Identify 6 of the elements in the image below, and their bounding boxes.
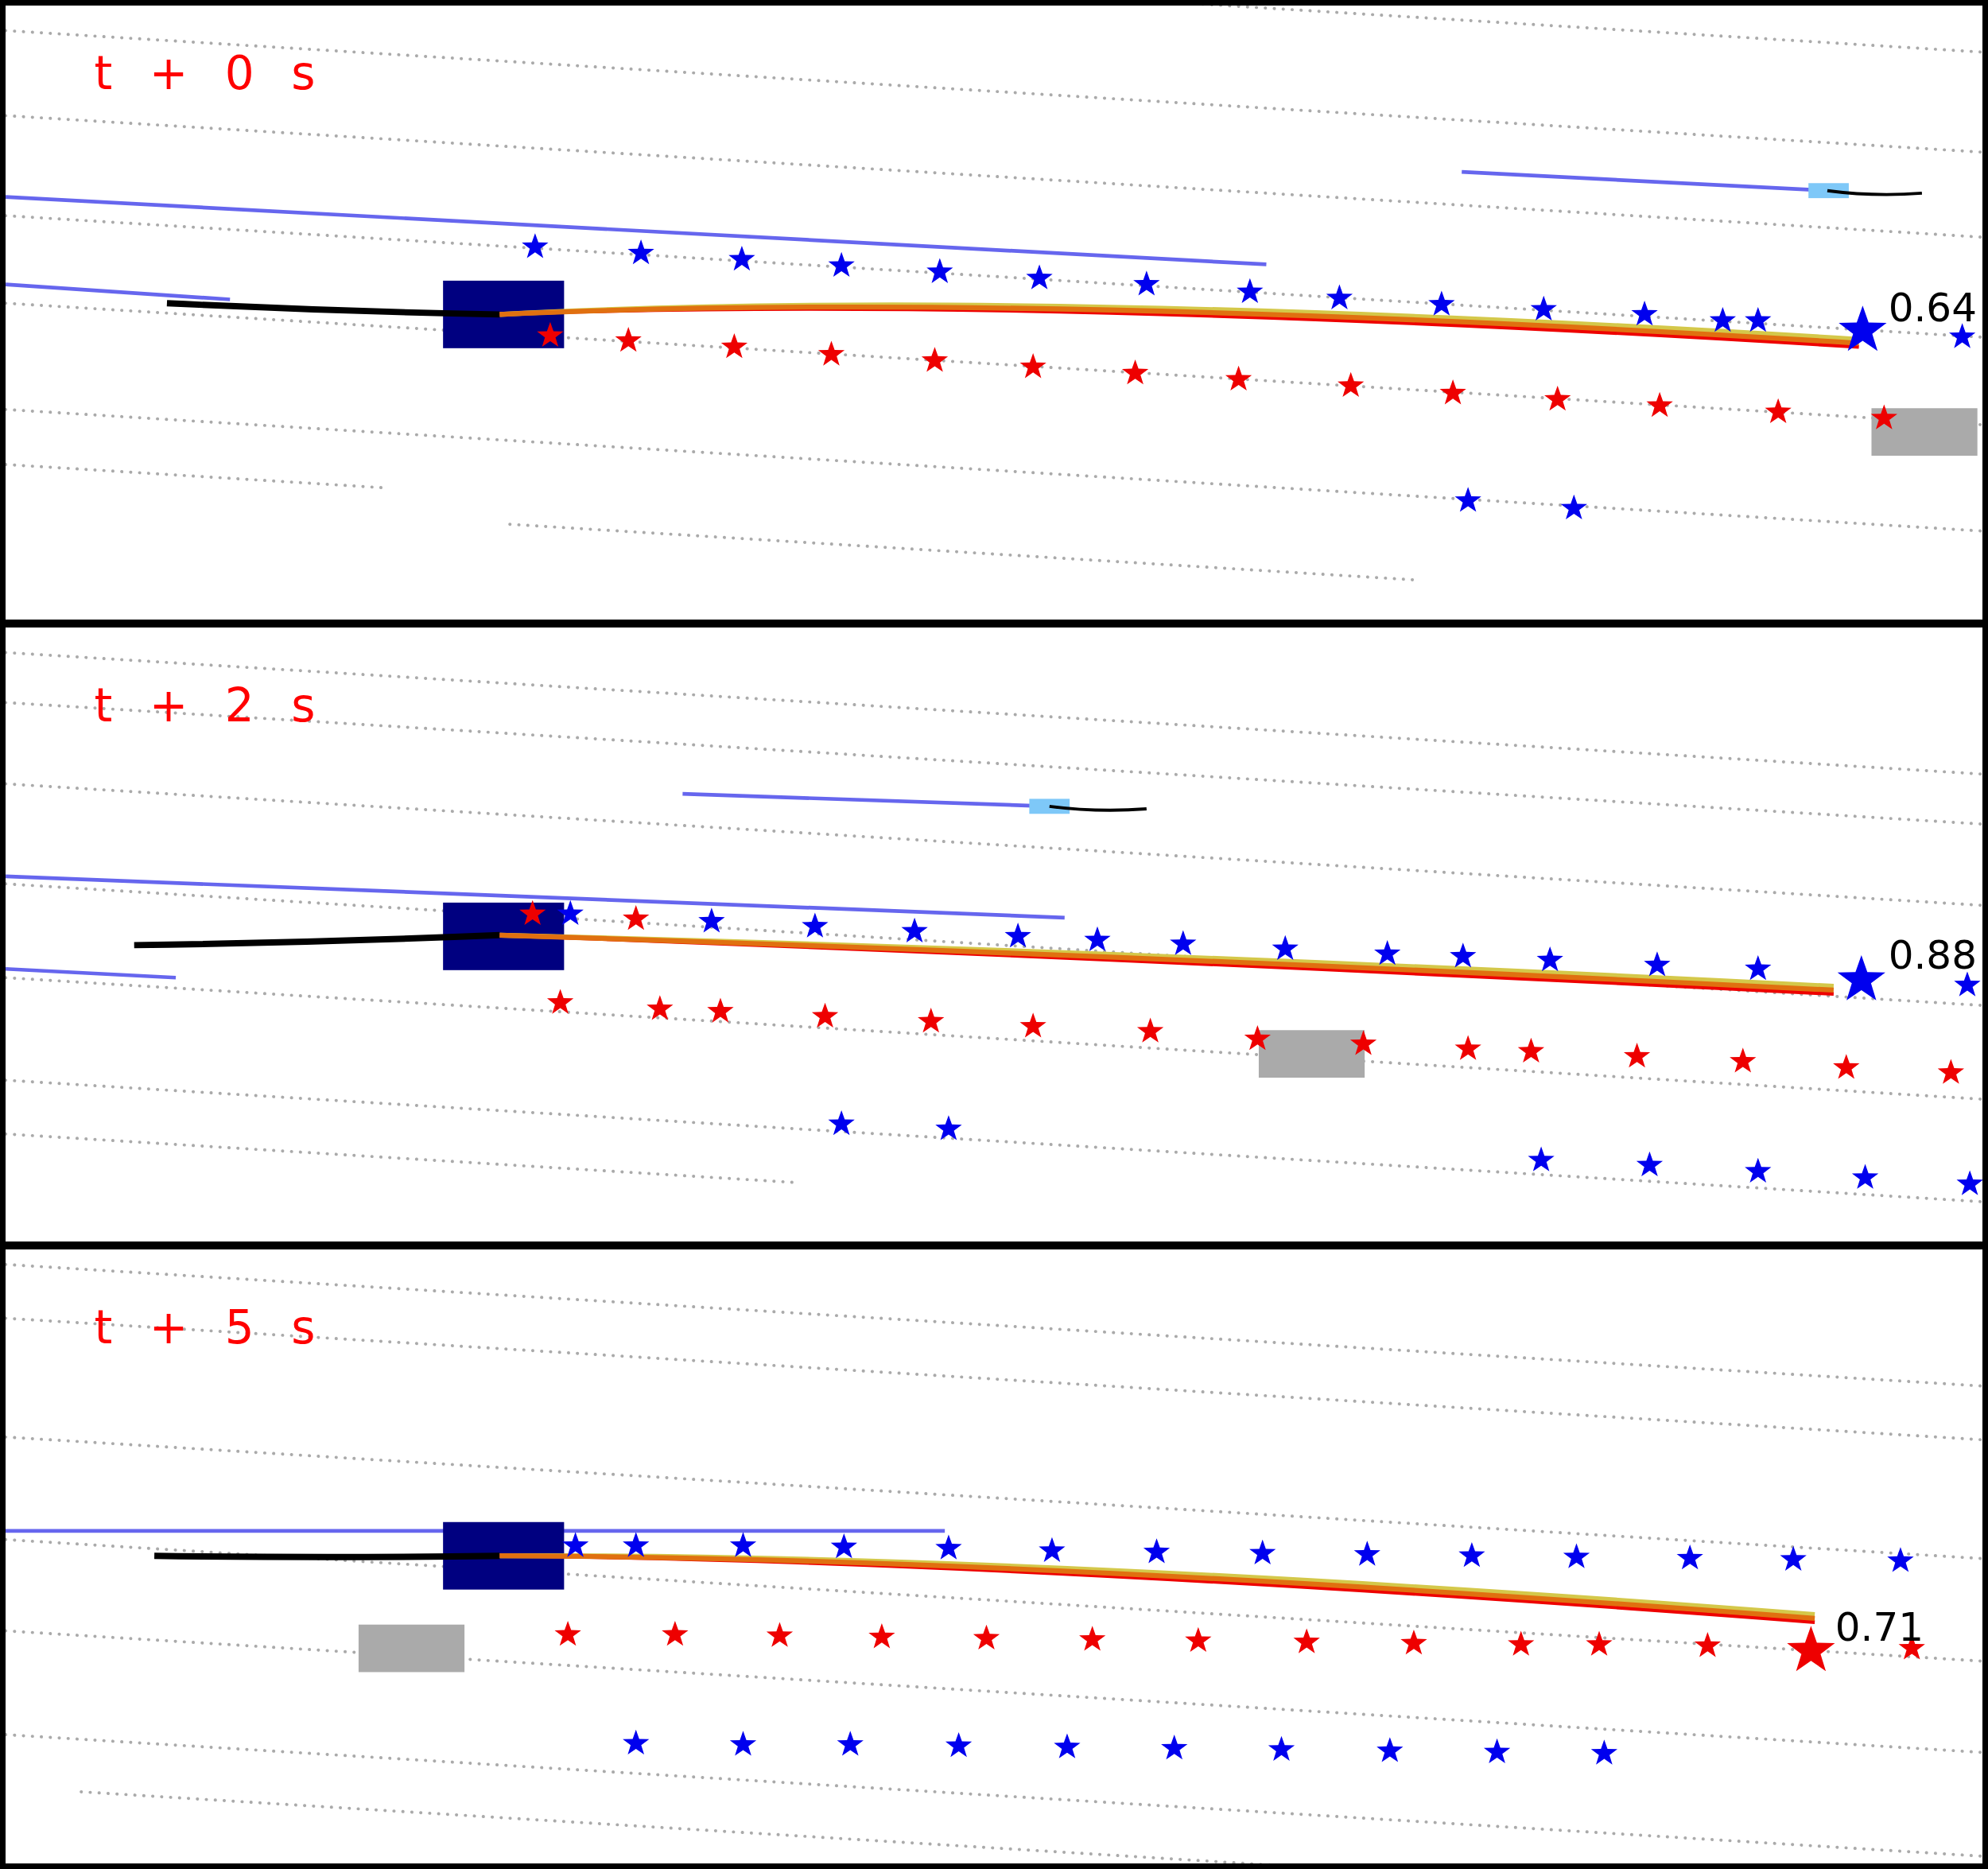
score-label: 0.64 xyxy=(1888,284,1977,331)
score-label: 0.88 xyxy=(1888,931,1977,978)
score-label: 0.71 xyxy=(1835,1604,1924,1651)
time-label: t + 0 s xyxy=(94,46,327,100)
time-label: t + 2 s xyxy=(94,678,327,732)
time-label: t + 5 s xyxy=(94,1300,327,1354)
